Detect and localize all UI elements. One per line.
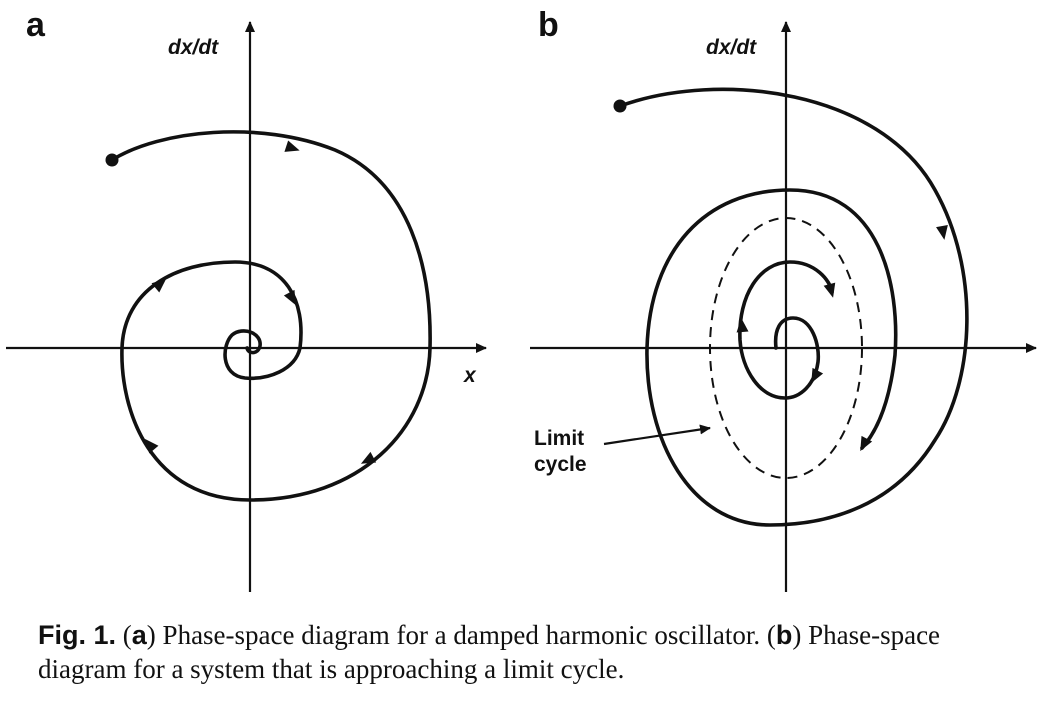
caption-fig-label: Fig. 1. — [38, 620, 117, 650]
panel-a-y-axis-label: dx/dt — [168, 36, 219, 59]
panel-b-start-point — [613, 99, 627, 113]
panel-b-limit-cycle-label-line2: cycle — [534, 453, 587, 476]
panel-b-flow-arrow — [860, 435, 873, 452]
panel-b: b dx/dt Limit cycle — [530, 6, 1037, 592]
phase-space-figure: a dx/dt x b dx/dt Limit cycle — [6, 6, 1037, 592]
caption-part-a-text: Phase-space diagram for a damped harmoni… — [162, 620, 761, 650]
panel-b-flow-arrow — [823, 282, 836, 298]
caption-part-a-letter: a — [131, 620, 147, 650]
caption-part-b-letter: b — [775, 620, 793, 650]
panel-a-damped-spiral-trajectory — [110, 130, 432, 502]
panel-b-flow-arrow — [811, 367, 824, 384]
panel-b-letter: b — [538, 6, 559, 44]
panel-b-limit-cycle — [709, 217, 863, 479]
panel-b-outer-trajectory — [618, 87, 969, 527]
panel-a-start-point — [105, 153, 119, 167]
panel-b-flow-arrow — [736, 318, 749, 333]
panel-b-inner-trajectory — [738, 260, 834, 400]
panel-b-y-axis-label: dx/dt — [706, 36, 757, 59]
panel-a-flow-arrow — [360, 451, 377, 464]
panel-a-x-axis-label: x — [463, 364, 477, 387]
panel-a: a dx/dt x — [6, 6, 487, 592]
figure-caption: Fig. 1. (a) Phase-space diagram for a da… — [38, 620, 941, 684]
panel-a-flow-arrow — [283, 289, 296, 306]
panel-a-flow-arrow — [151, 278, 167, 293]
caption-part-b-text: Phase-space diagram for a system that is… — [38, 620, 941, 684]
panel-b-flow-arrow — [936, 225, 948, 240]
panel-b-limit-cycle-pointer — [603, 424, 711, 446]
panel-a-flow-arrow — [144, 438, 159, 454]
panel-a-flow-arrow — [284, 140, 300, 152]
panel-b-limit-cycle-label-line1: Limit — [534, 427, 584, 450]
panel-a-letter: a — [26, 6, 46, 44]
